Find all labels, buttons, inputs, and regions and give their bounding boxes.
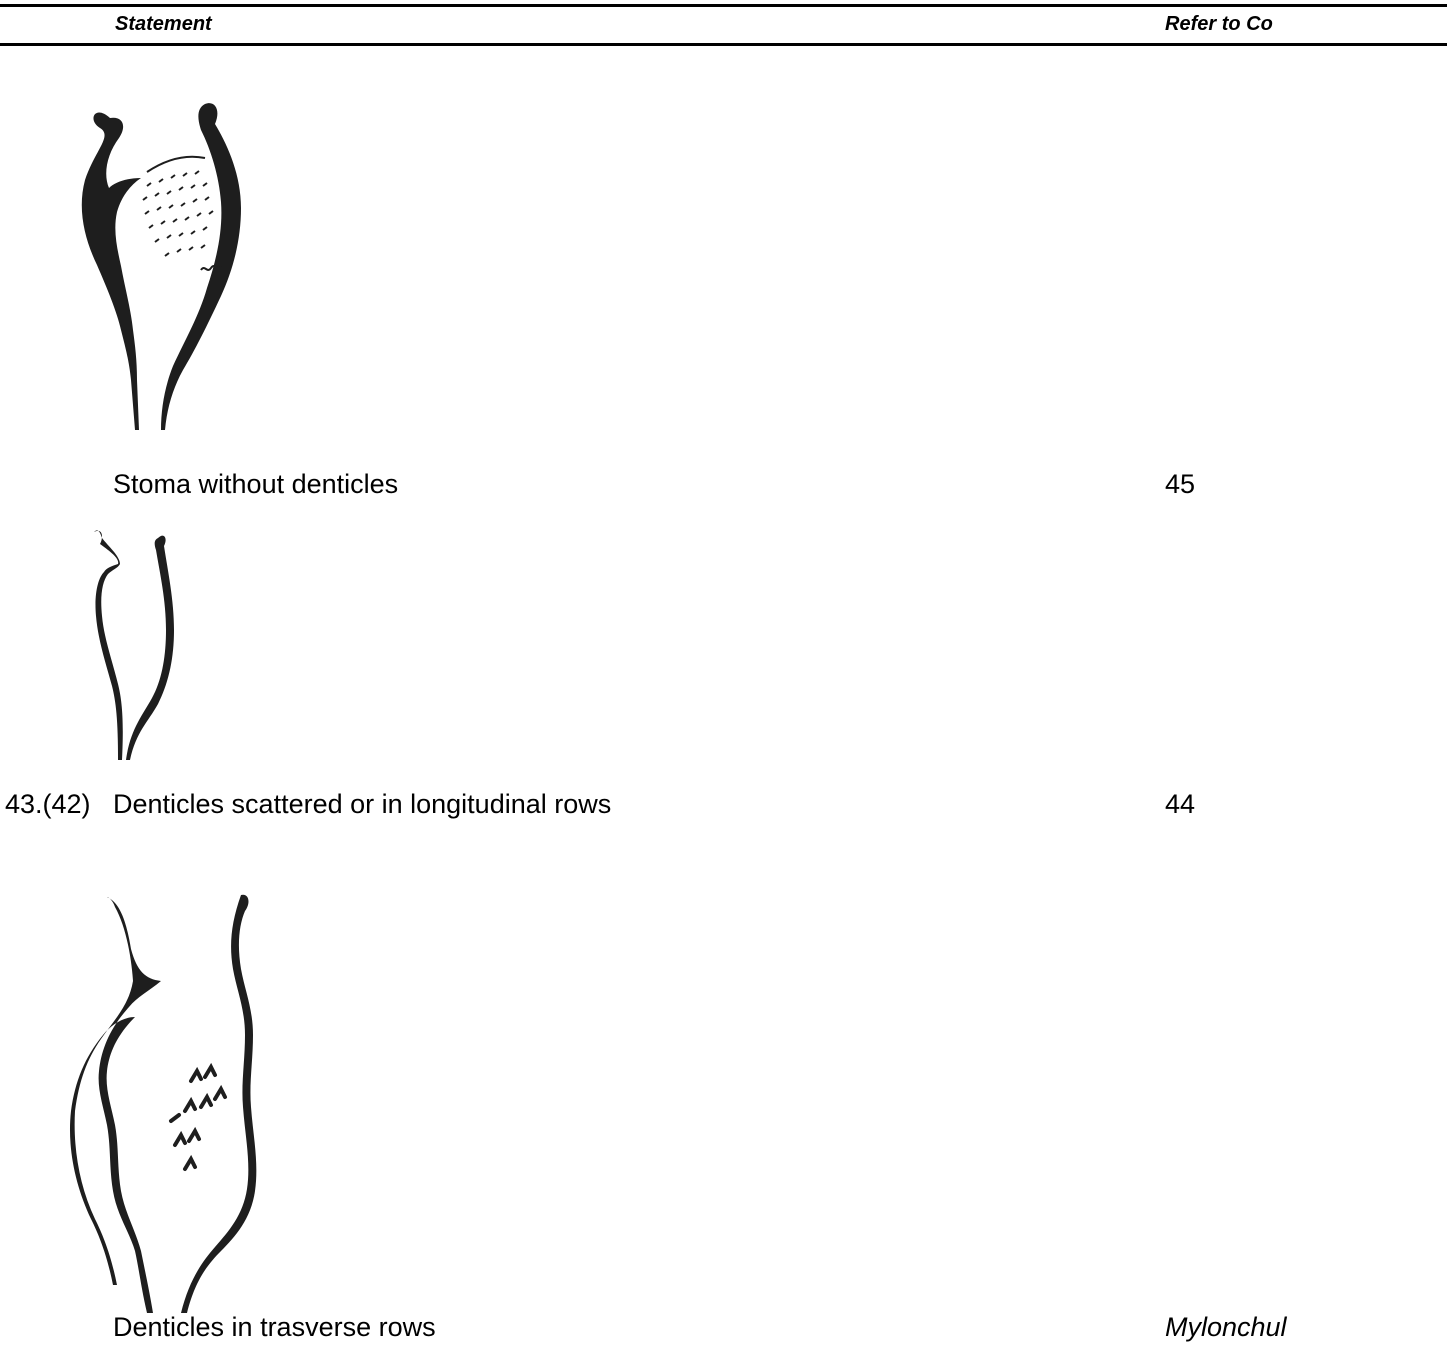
refer-to-taxon: Mylonchul [1165, 1312, 1310, 1343]
stoma-scattered-denticles-drawing [50, 520, 240, 765]
statement-text: Stoma without denticles [113, 469, 398, 500]
stoma-left-wall [70, 897, 161, 1313]
stoma-right-wall [126, 536, 174, 760]
statement-text: Denticles in trasverse rows [113, 1312, 436, 1343]
denticle-field [143, 157, 221, 270]
stoma-transverse-denticles-drawing [45, 885, 320, 1315]
stoma-right-wall [161, 103, 241, 430]
refer-to-couplet: 44 [1165, 789, 1195, 820]
column-header-refer: Refer to Co [1165, 13, 1310, 36]
column-header-statement: Statement [115, 13, 212, 36]
refer-to-couplet: 45 [1165, 469, 1195, 500]
couplet-number: 43.(42) [5, 789, 91, 820]
statement-text: Denticles scattered or in longitudinal r… [113, 789, 611, 820]
stoma-without-denticles-drawing [55, 90, 295, 435]
header-top-rule [0, 4, 1447, 7]
stoma-left-wall [82, 112, 141, 430]
denticle-rows [171, 1067, 225, 1169]
header-bottom-rule [0, 43, 1447, 46]
stoma-left-wall [94, 530, 123, 760]
